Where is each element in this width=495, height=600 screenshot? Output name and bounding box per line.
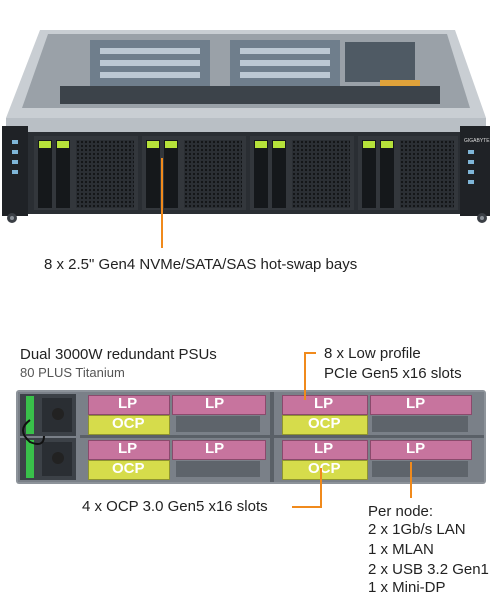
ocp-callout-horizontal <box>292 506 322 508</box>
ocp-slot <box>88 460 170 480</box>
ocp-slot <box>282 415 368 435</box>
ocp-label: OCP <box>308 415 341 432</box>
ocp-label: OCP <box>112 460 145 477</box>
lp-slot <box>172 440 266 460</box>
drive-bays-label: 8 x 2.5" Gen4 NVMe/SATA/SAS hot-swap bay… <box>44 256 358 273</box>
brand-logo: GIGABYTE <box>464 138 490 144</box>
psu-title: Dual 3000W redundant PSUs <box>20 346 217 363</box>
io-ports <box>372 416 468 432</box>
lp-slot <box>88 440 170 460</box>
lp-label: LP <box>118 395 138 412</box>
ocp-label: OCP <box>112 415 145 432</box>
lp-slots-line1: 8 x Low profile <box>324 345 421 362</box>
lp-slot <box>282 440 368 460</box>
per-node-item: 1 x Mini-DP <box>368 579 446 596</box>
io-ports <box>372 461 468 477</box>
ocp-callout-vertical <box>320 468 322 508</box>
lp-slot <box>370 395 472 415</box>
ocp-slot <box>88 415 170 435</box>
psu-subtitle: 80 PLUS Titanium <box>20 365 125 380</box>
lp-label: LP <box>314 395 334 412</box>
per-node-item: 2 x USB 3.2 Gen1 <box>368 561 489 578</box>
lp-callout-horizontal <box>304 352 316 354</box>
lp-slot <box>282 395 368 415</box>
lp-callout-vertical <box>304 352 306 400</box>
ocp-slot <box>282 460 368 480</box>
lp-slots-line2: PCIe Gen5 x16 slots <box>324 365 462 382</box>
lp-label: LP <box>118 440 138 457</box>
lp-label: LP <box>406 395 426 412</box>
per-node-callout <box>410 462 412 498</box>
lp-slot <box>88 395 170 415</box>
per-node-item: 2 x 1Gb/s LAN <box>368 521 466 538</box>
per-node-title: Per node: <box>368 503 434 520</box>
lp-label: LP <box>406 440 426 457</box>
ocp-slots-label: 4 x OCP 3.0 Gen5 x16 slots <box>82 498 268 515</box>
per-node-item: 1 x MLAN <box>368 541 434 558</box>
lp-slot <box>370 440 472 460</box>
lp-label: LP <box>205 440 225 457</box>
front-callout-line <box>161 158 163 248</box>
io-ports <box>176 461 260 477</box>
ocp-label: OCP <box>308 460 341 477</box>
lp-slot <box>172 395 266 415</box>
io-ports <box>176 416 260 432</box>
lp-label: LP <box>314 440 334 457</box>
lp-label: LP <box>205 395 225 412</box>
